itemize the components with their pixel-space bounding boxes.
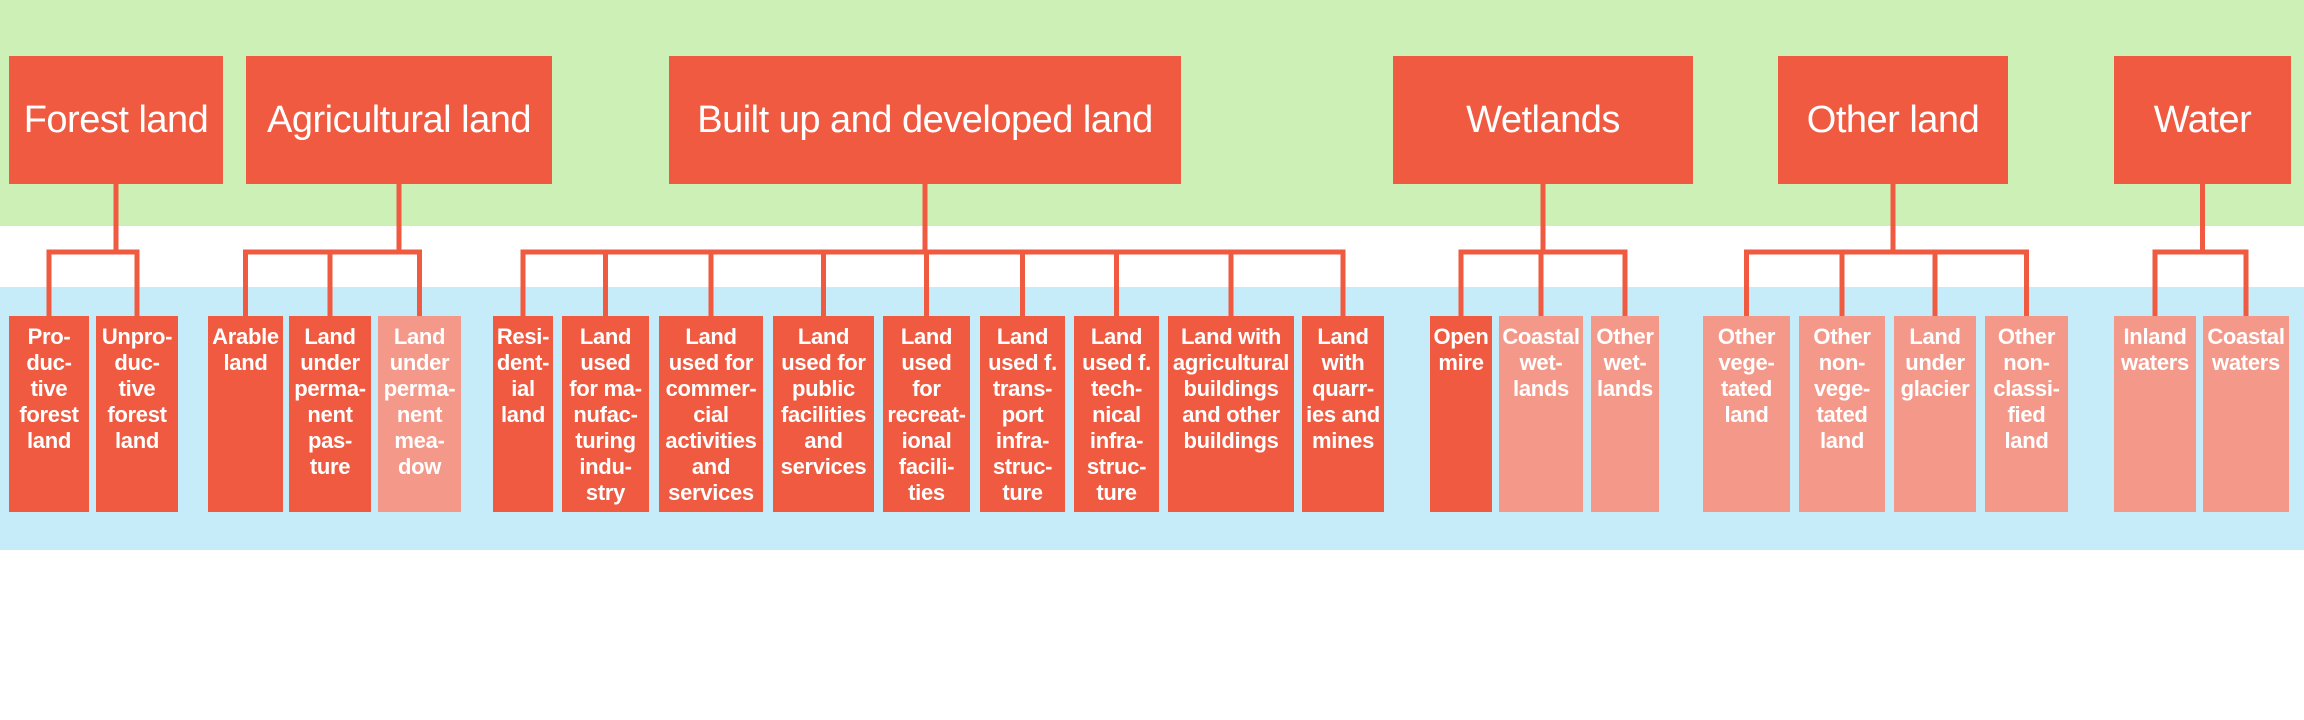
category-box-other-land: Other land	[1778, 56, 2008, 184]
category-box-water: Water	[2114, 56, 2291, 184]
category-box-agricultural-land: Agricultural land	[246, 56, 552, 184]
category-box-wetlands: Wetlands	[1393, 56, 1693, 184]
category-box-forest-land: Forest land	[9, 56, 223, 184]
category-box-built-up-and-developed-land: Built up and developed land	[669, 56, 1181, 184]
